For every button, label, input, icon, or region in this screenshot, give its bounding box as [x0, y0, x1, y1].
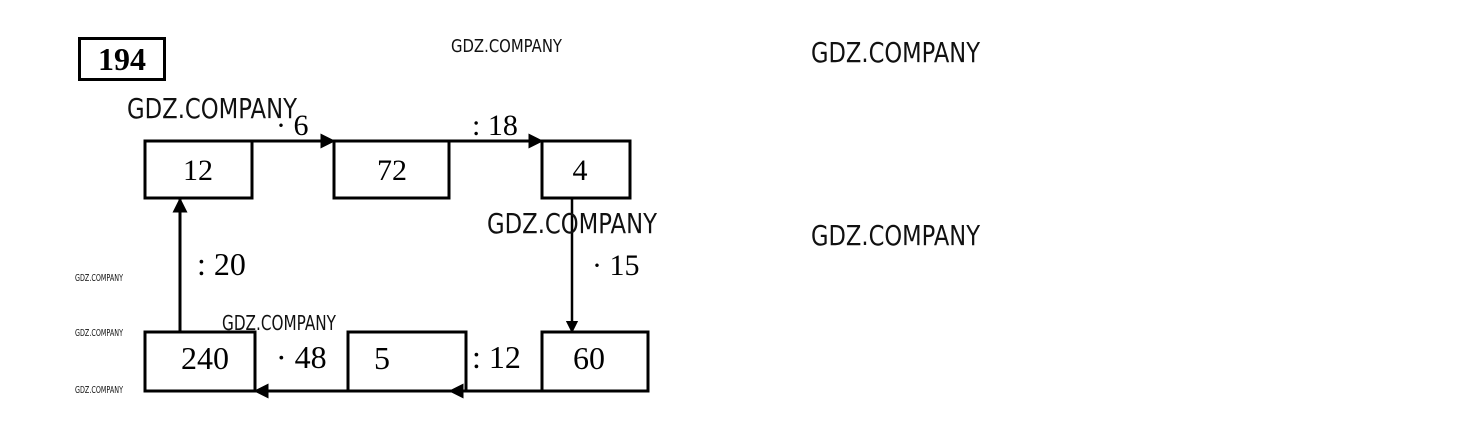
task-number-badge: 194 — [78, 37, 166, 81]
op-label-times-48: · 48 — [276, 339, 327, 375]
box-60 — [540, 330, 650, 393]
box-240 — [143, 330, 257, 393]
op-label-times-6: · 6 — [276, 109, 309, 142]
box-72-value: 72 — [377, 154, 407, 187]
op-label-div-20: : 20 — [197, 246, 246, 282]
box-4-value: 4 — [573, 154, 588, 187]
box-4 — [540, 139, 632, 200]
watermark: GDZ.COMPANY — [75, 385, 124, 396]
box-5-value: 5 — [374, 340, 390, 376]
box-72 — [332, 139, 451, 200]
watermark: GDZ.COMPANY — [451, 36, 563, 57]
box-240-value: 240 — [181, 340, 229, 376]
watermark: GDZ.COMPANY — [127, 92, 298, 125]
watermark: GDZ.COMPANY — [75, 328, 124, 339]
watermark: GDZ.COMPANY — [222, 311, 337, 335]
box-5 — [346, 330, 468, 393]
box-12-value: 12 — [183, 154, 213, 187]
box-12 — [143, 139, 254, 200]
watermark: GDZ.COMPANY — [811, 219, 981, 252]
watermark: GDZ.COMPANY — [487, 207, 658, 240]
watermark: GDZ.COMPANY — [811, 36, 981, 69]
op-label-times-15: · 15 — [592, 249, 640, 282]
op-label-div-18: : 18 — [472, 109, 518, 142]
op-label-div-12: : 12 — [472, 339, 521, 375]
box-60-value: 60 — [573, 340, 605, 376]
watermark: GDZ.COMPANY — [75, 273, 124, 284]
